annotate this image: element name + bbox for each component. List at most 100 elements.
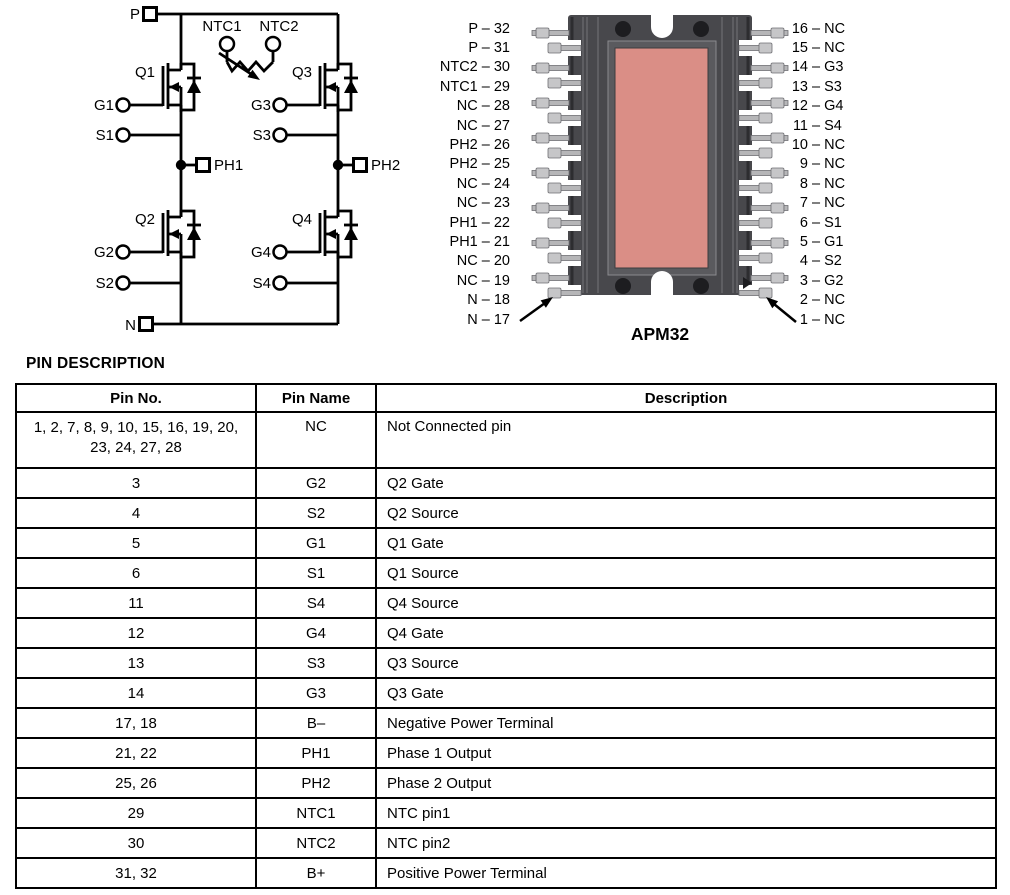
pin17-arrow <box>519 301 546 323</box>
ph1-terminal-square <box>195 157 211 173</box>
pin-no-cell: 30 <box>15 827 257 859</box>
description-cell: Not Connected pin <box>375 411 997 469</box>
package-pin-label: 3 – G2 <box>799 272 844 289</box>
package-pins <box>531 27 789 299</box>
schematic-wires <box>130 12 353 326</box>
mosfet-q4 <box>318 208 360 261</box>
label-p: P <box>130 6 140 23</box>
package-pin-label: PH2 – 26 <box>449 136 510 153</box>
pin-name-cell: B+ <box>255 857 377 889</box>
table-row: 25, 26 PH2 Phase 2 Output <box>15 767 997 799</box>
pin-name-cell: G2 <box>255 467 377 499</box>
label-g2: G2 <box>94 244 114 261</box>
pin-description-table: Pin No. Pin Name Description 1, 2, 7, 8,… <box>15 383 997 889</box>
label-q2: Q2 <box>135 211 155 228</box>
package-pin-label: 15 – NC <box>791 39 846 56</box>
ph2-terminal-square <box>352 157 368 173</box>
table-row: 12 G4 Q4 Gate <box>15 617 997 649</box>
pin-no-cell: 12 <box>15 617 257 649</box>
package-pin-label: 11 – S4 <box>792 117 842 134</box>
ntc1-terminal <box>218 35 236 53</box>
table-row: 3 G2 Q2 Gate <box>15 467 997 499</box>
s1-terminal <box>115 127 131 143</box>
pin-name-cell: NTC2 <box>255 827 377 859</box>
ph1-junction-dot <box>175 159 187 171</box>
package-pin-label: 1 – NC <box>799 311 846 328</box>
package-pin-label: NC – 24 <box>456 175 510 192</box>
g2-terminal <box>115 244 131 260</box>
pin-no-cell: 17, 18 <box>15 707 257 739</box>
pin-no-cell: 3 <box>15 467 257 499</box>
pin-no-cell: 4 <box>15 497 257 529</box>
header-pin-no: Pin No. <box>15 383 257 413</box>
pin-no-cell: 1, 2, 7, 8, 9, 10, 15, 16, 19, 20, 23, 2… <box>15 411 257 469</box>
description-cell: Q2 Gate <box>375 467 997 499</box>
table-row: 13 S3 Q3 Source <box>15 647 997 679</box>
pin-no-cell: 13 <box>15 647 257 679</box>
package-pin-label: P – 31 <box>468 39 510 56</box>
description-cell: Positive Power Terminal <box>375 857 997 889</box>
package-pin-label: P – 32 <box>468 20 510 37</box>
pin1-arrow <box>773 303 797 323</box>
table-row: 6 S1 Q1 Source <box>15 557 997 589</box>
description-cell: Phase 1 Output <box>375 737 997 769</box>
g3-terminal <box>272 97 288 113</box>
pin-name-cell: G3 <box>255 677 377 709</box>
center-notches <box>651 12 673 297</box>
header-description: Description <box>375 383 997 413</box>
pin-name-cell: S1 <box>255 557 377 589</box>
ntc2-terminal <box>264 35 282 53</box>
pin-name-cell: S3 <box>255 647 377 679</box>
hole-bottom-left <box>615 278 631 294</box>
hole-top-left <box>615 21 631 37</box>
package-pin-label: 7 – NC <box>799 195 846 212</box>
table-row: 4 S2 Q2 Source <box>15 497 997 529</box>
label-s1: S1 <box>96 127 114 144</box>
pin-no-cell: 6 <box>15 557 257 589</box>
description-cell: Q1 Source <box>375 557 997 589</box>
package-pin-label: 9 – NC <box>799 156 846 173</box>
s4-terminal <box>272 275 288 291</box>
label-q1: Q1 <box>135 64 155 81</box>
description-cell: Q2 Source <box>375 497 997 529</box>
description-cell: Q3 Gate <box>375 677 997 709</box>
package-pin-label: PH2 – 25 <box>449 156 510 173</box>
label-ph1: PH1 <box>214 157 243 174</box>
package-pin-label: PH1 – 21 <box>449 233 510 250</box>
diagram-area: P N Q1 Q2 Q3 Q4 G1 S1 G2 S2 G3 S3 G4 S4 … <box>0 0 1010 348</box>
mosfet-q1 <box>161 61 203 114</box>
pin-no-cell: 21, 22 <box>15 737 257 769</box>
package-pin-label: PH1 – 22 <box>449 214 510 231</box>
description-cell: Q1 Gate <box>375 527 997 559</box>
pin-name-cell: B– <box>255 707 377 739</box>
package-pin-label: 4 – S2 <box>799 253 842 270</box>
package-drawing: APM32 <box>519 12 797 344</box>
label-n: N <box>125 317 136 334</box>
ph2-junction-dot <box>332 159 344 171</box>
pin-name-cell: G1 <box>255 527 377 559</box>
package-name: APM32 <box>631 324 690 344</box>
pin-name-cell: PH2 <box>255 767 377 799</box>
pin-no-cell: 25, 26 <box>15 767 257 799</box>
pin1-marker-triangle <box>743 277 752 289</box>
label-q4: Q4 <box>292 211 312 228</box>
hole-bottom-right <box>693 278 709 294</box>
pin-name-cell: G4 <box>255 617 377 649</box>
s2-terminal <box>115 275 131 291</box>
package-pin-label: NC – 19 <box>456 272 510 289</box>
package-pin-label: NC – 27 <box>456 117 510 134</box>
s3-terminal <box>272 127 288 143</box>
header-pin-name: Pin Name <box>255 383 377 413</box>
package-pin-label: 5 – G1 <box>799 233 844 250</box>
package-pin-label: 12 – G4 <box>791 98 844 115</box>
package-pin-label: NTC2 – 30 <box>439 59 510 76</box>
package-pin-label: 8 – NC <box>799 175 846 192</box>
n-terminal-square <box>138 316 154 332</box>
package-pin-label: 16 – NC <box>791 20 846 37</box>
table-row: 29 NTC1 NTC pin1 <box>15 797 997 829</box>
description-cell: Q4 Source <box>375 587 997 619</box>
bridge-schematic: P N Q1 Q2 Q3 Q4 G1 S1 G2 S2 G3 S3 G4 S4 … <box>94 6 400 334</box>
label-ntc2: NTC2 <box>259 18 298 35</box>
package-pin-label: N – 17 <box>467 311 510 328</box>
